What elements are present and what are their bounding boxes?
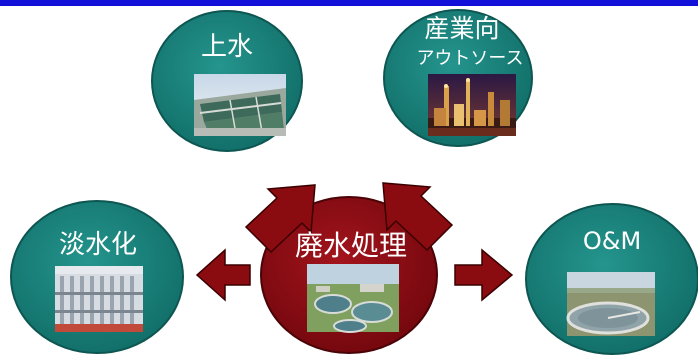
industrial-plant-night-photo	[428, 74, 516, 136]
arrow-to-left-icon	[195, 248, 251, 302]
node-center-label: 廃水処理	[294, 229, 407, 262]
wastewater-treatment-plant-photo	[307, 264, 399, 333]
node-right-label: O&M	[582, 227, 642, 255]
clarifier-tank-photo	[566, 272, 655, 336]
node-left-label: 淡水化	[58, 230, 137, 260]
desalination-membrane-racks-photo	[55, 266, 143, 332]
arrow-to-top-right-icon	[382, 182, 454, 252]
water-treatment-basins-photo	[194, 74, 286, 136]
node-top-left-label: 上水	[200, 32, 253, 62]
node-top-right-label-line1: 産業向	[424, 14, 500, 43]
node-top-right-label-line2: アウトソース	[416, 48, 524, 69]
arrow-to-top-left-icon	[244, 184, 316, 254]
top-accent-bar	[0, 0, 698, 6]
arrow-to-right-icon	[454, 248, 514, 302]
